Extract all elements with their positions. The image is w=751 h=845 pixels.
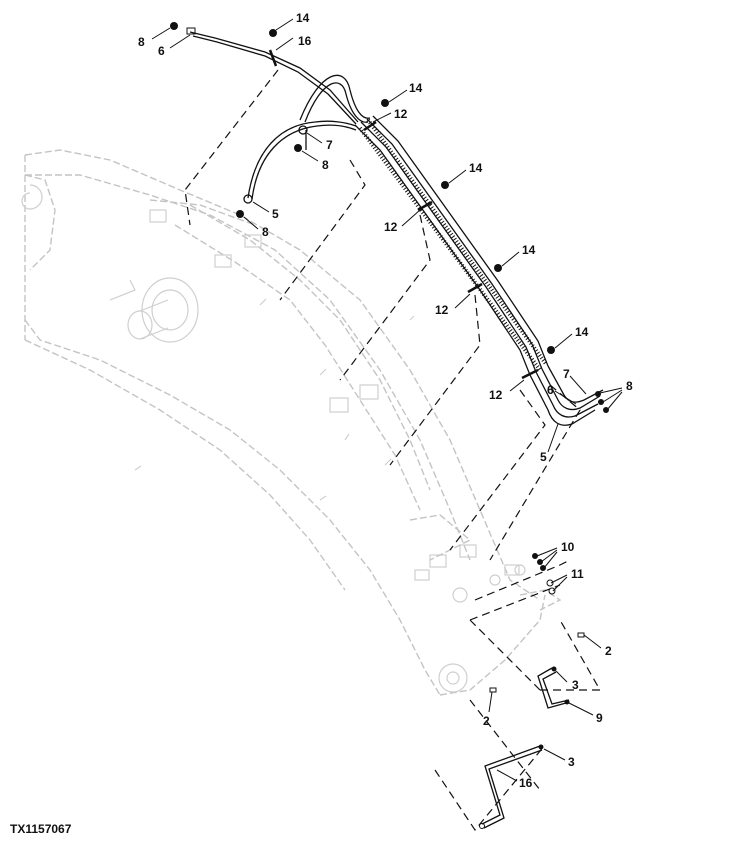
callout: 3 xyxy=(568,755,575,769)
callout: 7 xyxy=(563,367,570,381)
callout: 14 xyxy=(469,161,483,175)
callout: 12 xyxy=(435,303,449,317)
boom-outline xyxy=(21,149,562,696)
callout: 14 xyxy=(409,81,423,95)
callout: 8 xyxy=(138,35,145,49)
callout: 12 xyxy=(394,107,408,121)
boom-tip-parts xyxy=(489,553,585,693)
hose-bundle xyxy=(189,31,604,426)
callout: 2 xyxy=(483,714,490,728)
callout: 16 xyxy=(298,34,312,48)
callout: 16 xyxy=(519,776,533,790)
callout: 6 xyxy=(547,383,554,397)
callout: 14 xyxy=(575,325,589,339)
callout: 5 xyxy=(540,450,547,464)
callout: 8 xyxy=(322,158,329,172)
callout: 6 xyxy=(158,44,165,58)
callout: 3 xyxy=(572,678,579,692)
callout: 2 xyxy=(605,644,612,658)
leader-lines xyxy=(151,18,623,782)
callout: 9 xyxy=(596,711,603,725)
callout: 12 xyxy=(489,388,503,402)
callout: 14 xyxy=(296,11,310,25)
callout: 5 xyxy=(272,207,279,221)
callout: 8 xyxy=(626,379,633,393)
locator-lines xyxy=(184,69,602,832)
callout: 8 xyxy=(262,225,269,239)
callout: 14 xyxy=(522,243,536,257)
hose-fittings xyxy=(170,22,609,413)
figure-id: TX1157067 xyxy=(10,822,72,836)
callout: 12 xyxy=(384,220,398,234)
callout: 7 xyxy=(326,138,333,152)
bundle-clamps xyxy=(268,29,555,380)
lower-pipes xyxy=(479,666,570,829)
callout-labels: 8 6 14 16 14 12 7 8 14 5 8 12 14 12 14 7… xyxy=(138,11,633,790)
callout: 11 xyxy=(571,567,584,581)
callout: 10 xyxy=(561,540,575,554)
ghost-clamps xyxy=(134,209,526,603)
